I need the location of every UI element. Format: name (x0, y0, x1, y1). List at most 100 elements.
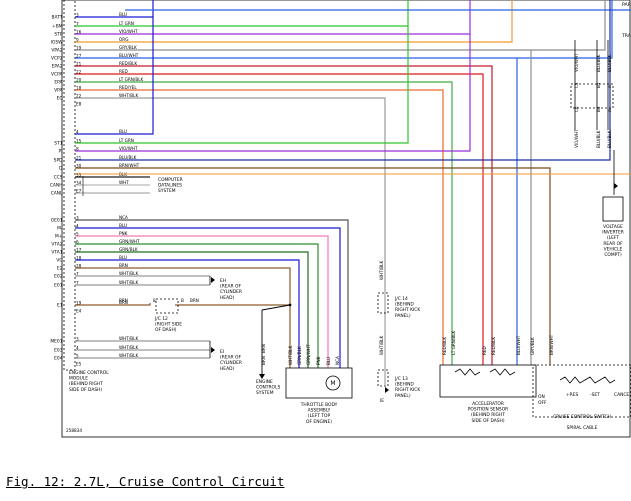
right-pin-label: C6 (574, 106, 579, 112)
jc12-connector (155, 298, 179, 314)
ecm-pin-name: SPD (54, 158, 63, 164)
engine-controls-label: SYSTEM (256, 390, 274, 396)
voltage-inverter-label: COMPT) (604, 252, 622, 258)
wire-color-label: WHT/BLK (119, 271, 138, 276)
voltage-inverter-label: INVERTER (602, 230, 624, 236)
top-right-label: TRA (621, 33, 631, 39)
ecm-pin-number: 4 (76, 345, 79, 350)
throttle-label: ASSEMBLY (308, 408, 331, 414)
ecm-pin-name: VCP2 (51, 56, 63, 62)
wire-color-label: WHT/BLK (119, 345, 138, 350)
wire-color-label: GRN/WHT (119, 239, 140, 244)
wire-vc (75, 259, 300, 368)
ground-eh-label: EH (220, 278, 226, 284)
wire-color-label: BLU (119, 223, 127, 228)
ground-ei-label: (REAR OF (220, 355, 241, 361)
wire-vcpa (75, 73, 484, 365)
wire-color-label: BRN (119, 300, 128, 305)
wire-ec (75, 97, 386, 290)
ecm-pin-number: E8 (76, 101, 82, 106)
cruise-position-label: +RES (566, 392, 579, 398)
wire-link (261, 304, 291, 311)
ecm-pin-name: M- (57, 226, 63, 232)
wire-color-label: BRN (261, 344, 266, 353)
wire-blu-loop (75, 17, 154, 135)
wire-d (75, 167, 551, 365)
ecm-pin-number: 7 (76, 21, 79, 26)
wire-color-label: BLU/BLK (607, 130, 612, 148)
wire-igsw (75, 0, 513, 43)
ecm-pin-name: E03 (54, 348, 63, 354)
wire-color-label: PNK (316, 356, 321, 365)
voltage-inverter-label: VEHICLE (604, 246, 623, 252)
ecm-pin-name: E2 (57, 266, 63, 272)
wire-color-label: BRN/WHT (119, 163, 140, 168)
top-right-label: PAR (622, 2, 631, 8)
ecm-pin-number: 33 (76, 172, 82, 177)
wire-color-label: BLU/BLK (596, 130, 601, 148)
jc12-pin: B (181, 298, 184, 303)
inverter-box (602, 196, 624, 222)
jc14-label: (BEHIND (395, 302, 414, 308)
wire-color-label: GRY/BLK (530, 337, 535, 355)
ecm-pin-name: ME01 (50, 339, 62, 345)
engine-controls-label: CONTROLS (256, 385, 280, 391)
jc13-connector (377, 369, 389, 387)
ecm-label: SIDE OF DASH) (69, 387, 102, 393)
ecm-pin-name: IGSW (51, 40, 63, 46)
wire-color-label: RED/BLK (119, 61, 137, 66)
ecm-pin-number: 16 (76, 29, 82, 34)
wire-color-label: BRN (261, 356, 266, 365)
wire-color-label: VIO/WHT (574, 53, 579, 72)
ground-eh-label: (REAR OF (220, 284, 241, 290)
wire-color-label: RED/YEL (119, 85, 137, 90)
ecm-pin-number: 3 (76, 336, 79, 341)
ecm-pin-number: 20 (76, 77, 82, 82)
ground-ie-icon (385, 387, 389, 393)
wire-color-label: VIO/WHT (119, 29, 138, 34)
ecm-pin-number: 6 (76, 239, 79, 244)
wire-color-label: RED/BLK (491, 337, 496, 355)
throttle-label: (LEFT TOP (308, 413, 331, 419)
wire-color-label: WHT/BLK (119, 353, 138, 358)
cruise-switch-label: CRUISE CONTROL SWITCH (553, 414, 611, 420)
computer-datalines-label: SYSTEM (158, 188, 176, 194)
ecm-pin-name: M+ (55, 234, 63, 240)
resistor-icon (559, 376, 616, 384)
jc12-pin: 8 (153, 298, 156, 303)
wire-vcp2-top (75, 0, 613, 59)
wire-color-label: WHT/BLK (379, 261, 384, 280)
wire-color-label: VIO/WHT (574, 129, 579, 148)
computer-datalines-label: DATALINES (158, 183, 182, 189)
right-pin-label: B4 (596, 106, 601, 112)
ecm-pin-name: E02 (54, 274, 63, 280)
ecm-pin-number: 19 (76, 300, 82, 305)
cruise-switch-box (532, 364, 631, 418)
throttle-label: OF ENGINE) (306, 419, 332, 425)
jc13-label: J/C 13 (394, 376, 408, 382)
ecm-label: ENGINE CONTROL (69, 370, 109, 376)
wire-color-label: BLU (119, 12, 127, 17)
ecm-pin-name: BATT (52, 15, 63, 21)
jc14-label: RIGHT KICK (395, 307, 420, 313)
ecm-pin-name: VPA (54, 88, 62, 94)
spiral-cable-label: SPIRAL CABLE (567, 425, 598, 431)
accel-label: SIDE OF DASH) (471, 418, 504, 424)
engine-controls-label: ENGINE (256, 379, 273, 385)
wire-color-label: WHT/BLK (119, 336, 138, 341)
jc14-connector (377, 292, 389, 314)
ecm-pin-name: E1 (57, 303, 63, 309)
right-connector-box (570, 83, 614, 109)
wire-batt (75, 0, 154, 18)
ecm-pin-number: E7 (76, 188, 82, 193)
ecm-pin-number: 15 (76, 138, 82, 143)
ecm-pin-number: 22 (76, 93, 82, 98)
ecm-pin-name: CCS (54, 175, 63, 181)
wire-color-label: RED (119, 69, 128, 74)
wire-color-label: BRN (119, 298, 128, 303)
wire-color-label: GRY/BLK (119, 45, 137, 50)
computer-datalines-label: COMPUTER (158, 177, 183, 183)
wire-color-label: RED/BLK (442, 337, 447, 355)
cruise-position-label: OFF (538, 400, 547, 406)
right-pin-label: C5 (574, 82, 579, 88)
